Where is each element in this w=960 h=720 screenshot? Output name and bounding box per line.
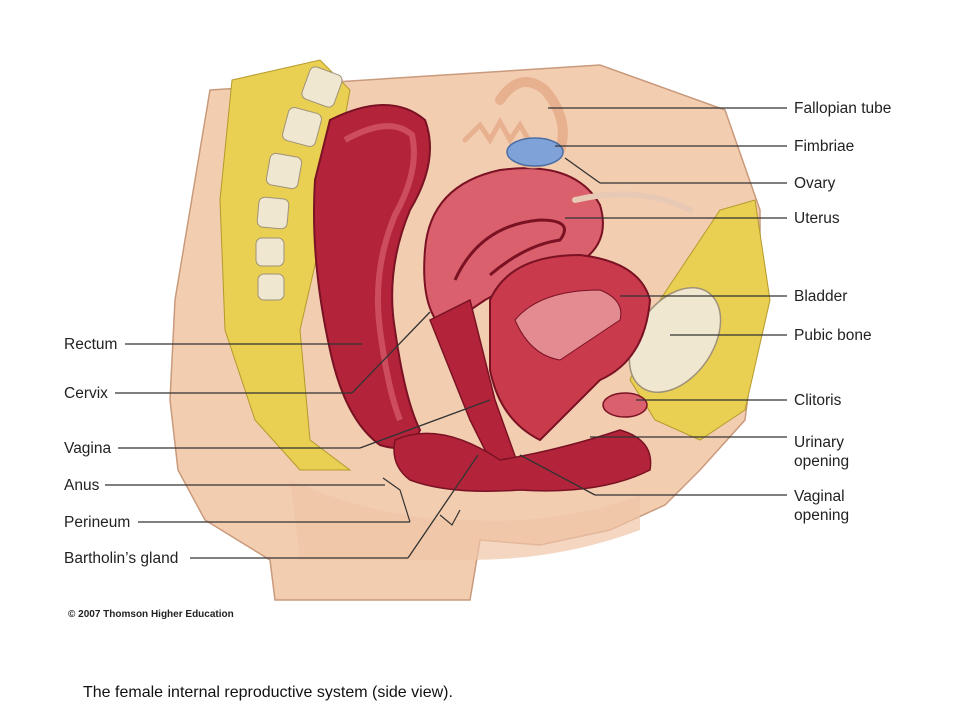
label-urinary-opening-line1: Urinary xyxy=(794,434,844,451)
label-perineum: Perineum xyxy=(64,514,131,531)
label-vaginal-opening-line1: Vaginal xyxy=(794,488,845,505)
label-pubic-bone: Pubic bone xyxy=(794,327,872,344)
label-urinary-opening-line2: opening xyxy=(794,453,850,470)
label-uterus: Uterus xyxy=(794,210,840,227)
rectum-lining xyxy=(343,123,417,422)
label-bartholins-gland: Bartholin’s gland xyxy=(64,550,179,567)
label-fimbriae: Fimbriae xyxy=(794,138,855,155)
bladder-interior xyxy=(514,289,622,361)
label-fallopian-tube: Fallopian tube xyxy=(794,100,892,117)
label-ovary: Ovary xyxy=(794,175,836,192)
vulva xyxy=(393,429,652,492)
vertebrae xyxy=(255,66,343,301)
uterine-cavity xyxy=(453,218,566,281)
ovarian-ligament xyxy=(572,191,693,213)
label-rectum: Rectum xyxy=(64,336,118,353)
label-vaginal-opening-line2: opening xyxy=(794,507,850,524)
ovary xyxy=(506,137,564,167)
thigh-skin xyxy=(290,480,640,560)
label-vagina: Vagina xyxy=(64,440,112,457)
perineum-bracket xyxy=(382,477,411,523)
leader-lines-left xyxy=(105,311,491,559)
label-cervix: Cervix xyxy=(64,385,108,402)
copyright-notice: © 2007 Thomson Higher Education xyxy=(68,609,234,620)
bartholins-bracket xyxy=(439,509,461,526)
label-anus: Anus xyxy=(64,477,100,494)
clitoris xyxy=(602,392,648,418)
figure-caption: The female internal reproductive system … xyxy=(83,684,453,701)
spine-fat xyxy=(219,59,352,471)
fimbriae xyxy=(462,116,533,145)
leader-lines-right xyxy=(519,107,787,496)
label-bladder: Bladder xyxy=(794,288,848,305)
rectum xyxy=(313,104,431,449)
label-clitoris: Clitoris xyxy=(794,392,842,409)
